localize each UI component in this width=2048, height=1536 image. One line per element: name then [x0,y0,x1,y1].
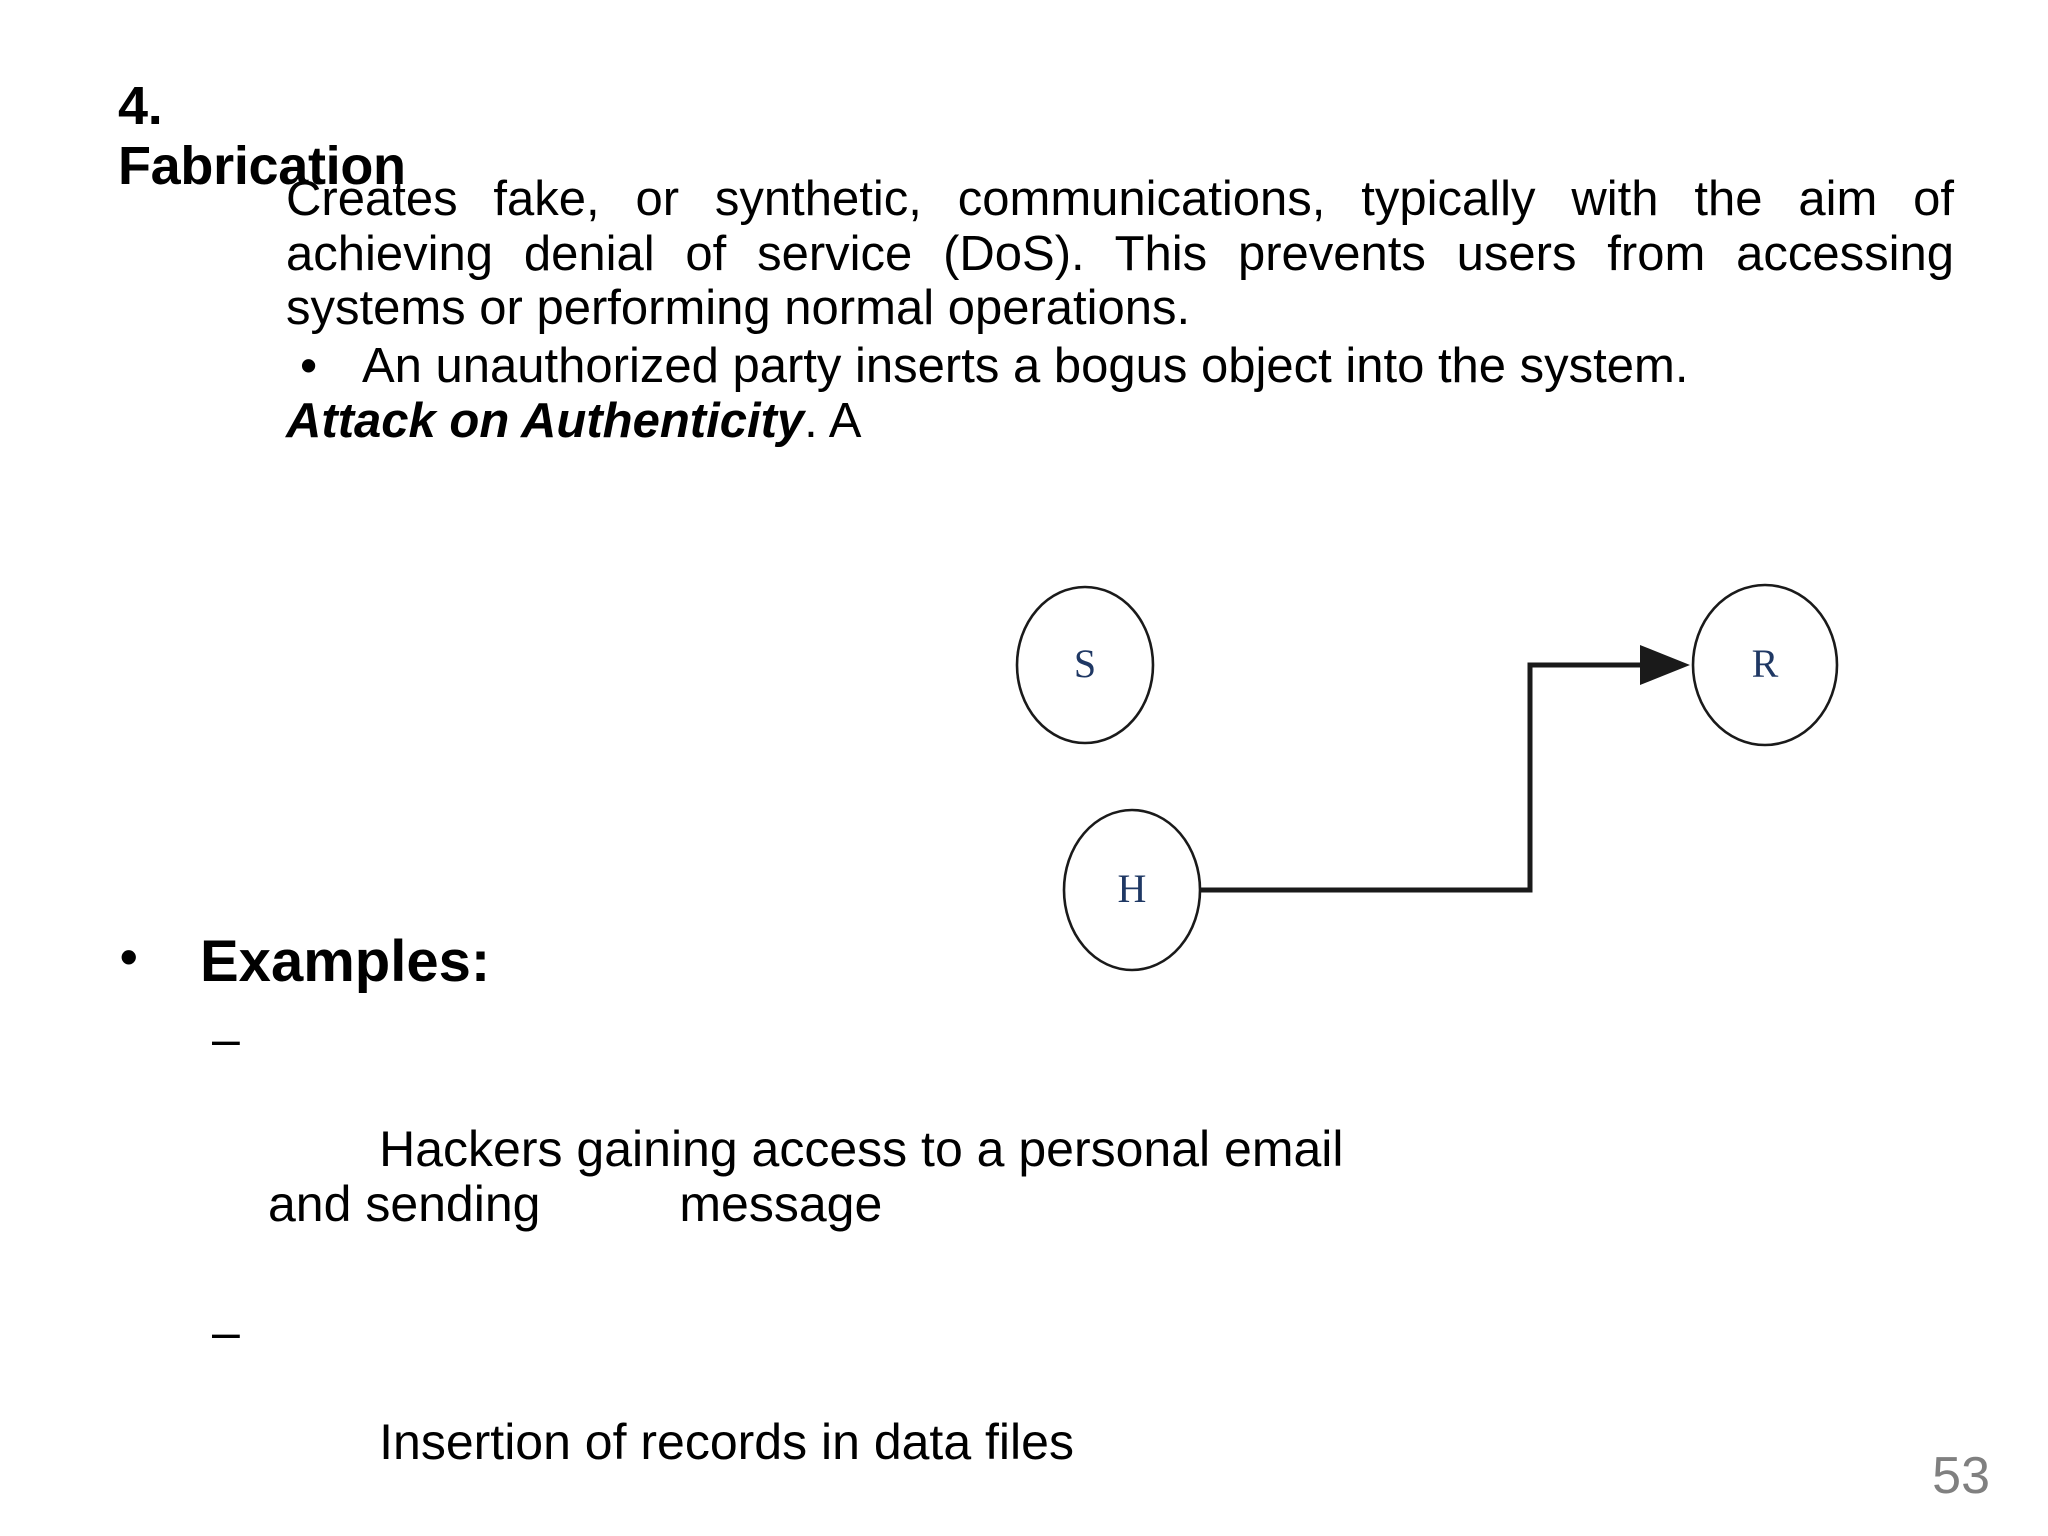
node-hacker-shape [1062,808,1202,972]
attack-on-authenticity-line: Attack on Authenticity. A [286,394,1954,449]
list-item: – Hackers gaining access to a personal e… [212,1010,1420,1287]
definition-paragraph: Creates fake, or synthetic, communicatio… [286,172,1954,336]
node-sender-shape [1015,585,1155,745]
node-receiver-label: R [1752,641,1779,686]
node-hacker: H [1062,808,1202,972]
edge-hacker-to-receiver [1200,662,1640,893]
fabrication-diagram: S H R [1000,580,1920,1020]
examples-section: • Examples: – Hackers gaining access to … [120,930,1420,1536]
edge-arrowhead-icon [1640,645,1690,685]
attack-on-authenticity-label: Attack on Authenticity [286,393,805,448]
bullet-unauthorized-party: • An unauthorized party inserts a bogus … [286,339,1954,394]
title-number: 4. [118,76,163,136]
page-number: 53 [1932,1447,1990,1505]
title-keyword: Fabrication [118,136,406,196]
attack-on-authenticity-rest: . A [804,393,862,448]
bullet-dot-icon: • [300,338,318,393]
body-content: Creates fake, or synthetic, communicatio… [286,172,1954,448]
list-item-text: Insertion of records in data files [379,1413,1074,1470]
node-sender: S [1015,585,1155,745]
list-item: – Insertion of records in data files [212,1303,1420,1525]
examples-heading: • Examples: [120,930,1420,994]
node-receiver-shape [1691,583,1839,747]
fabrication-diagram-svg: S H R [1015,583,1839,972]
dash-bullet-icon: – [212,1010,240,1067]
node-hacker-label: H [1118,866,1147,911]
slide-title: 4. Fabrication [118,76,1018,218]
bullet-unauthorized-party-text: An unauthorized party inserts a bogus ob… [362,338,1689,393]
node-sender-label: S [1074,641,1096,686]
examples-heading-text: Examples: [200,929,491,994]
examples-bullet-dot-icon: • [120,929,138,985]
dash-bullet-icon: – [212,1303,240,1360]
node-receiver: R [1691,583,1839,747]
examples-list: – Hackers gaining access to a personal e… [120,1010,1420,1536]
list-item-text: Hackers gaining access to a personal ema… [268,1120,1358,1232]
